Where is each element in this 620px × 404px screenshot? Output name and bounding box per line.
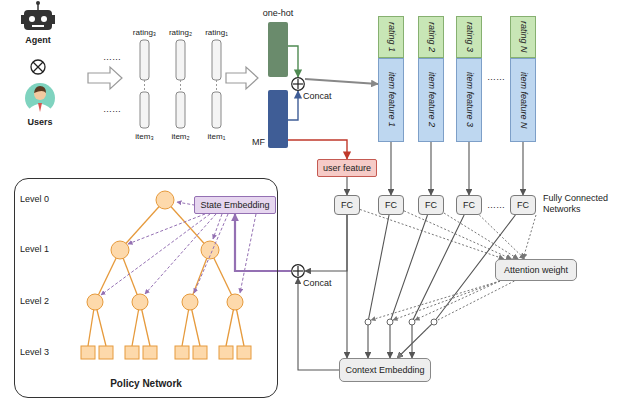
box-text: State Embedding [195,198,274,213]
level-label: Level 3 [20,347,49,358]
ellipsis: …… [103,52,121,63]
level-label: Level 0 [20,194,49,205]
box-text: FC [420,198,442,213]
ellipsis: …… [103,104,121,115]
item-feature-text: item feature N [518,72,529,129]
level-label: Level 1 [20,244,49,255]
fc-caption: Fully Connected Networks [543,193,615,215]
item-feature-text: item feature 3 [464,72,475,127]
fc-box: FC [378,195,404,215]
rating-text: rating 3 [464,22,475,52]
connector [368,215,389,358]
context-box: Context Embedding [339,358,430,382]
fc-box: FC [456,195,482,215]
item-label: item₃ [135,131,153,142]
attention-box: Attention weight [495,259,577,281]
fc-box: FC [510,195,536,215]
plus-symbol [291,264,305,278]
fc-box: FC [418,195,444,215]
pair-links [145,80,217,92]
item-feature-cell: item feature 2 [418,58,444,142]
ellipsis: …… [487,200,505,211]
connector [430,142,431,195]
connector [523,215,536,259]
connector [305,79,378,84]
policy-tree [81,191,256,359]
rating-label: rating₂ [169,27,192,38]
connector [288,91,298,120]
level-label: Level 2 [20,296,49,307]
rating-text: rating 1 [386,22,397,52]
item-column: rating N item feature N [510,16,536,142]
rating-cell: rating 3 [456,16,482,58]
concat-operator: Concat [291,77,305,91]
connector [346,177,347,195]
rating-cell: rating 2 [418,16,444,58]
item-column: rating 3 item feature 3 [456,16,482,142]
flow-arrow [226,67,258,89]
connector [397,281,514,358]
item-feature-text: item feature 1 [386,72,397,127]
rating-label: rating₃ [133,27,156,38]
connector [288,46,298,77]
connector [390,215,427,358]
attention-links [371,281,500,320]
box-text: FC [512,198,534,213]
flow-arrow [88,67,122,89]
rating-cell: rating 1 [378,16,404,58]
connector [479,215,524,259]
item-feature-cell: item feature 3 [456,58,482,142]
box-text: FC [380,198,402,213]
connector [390,142,391,195]
bar-label: MF [252,137,265,148]
box-text: user feature [318,161,376,176]
rating-label: rating₁ [205,27,228,38]
concat-operator: Concat [291,264,305,278]
connector [305,215,347,271]
bar-label: one-hot [263,8,294,19]
item-feature-cell: item feature 1 [378,58,404,142]
users-label: Users [27,117,52,128]
rating-text: rating 2 [426,22,437,52]
rating-text: rating N [518,21,529,53]
connector [288,140,347,159]
panel-title: Policy Network [15,378,277,389]
one-hot-bar: one-hot [268,22,288,77]
ellipsis: …… [487,72,505,83]
box-text: Context Embedding [340,363,429,378]
connector [235,214,291,271]
plus-symbol [291,77,305,91]
mf-bar: MF [268,90,288,148]
rating-cell: rating N [510,16,536,58]
item-label: item₁ [208,131,226,142]
interaction-symbol [31,60,45,74]
user-icon [25,83,55,114]
item-vectors [140,92,221,128]
connector [397,215,515,358]
state-embedding-box: State Embedding [194,196,275,214]
box-text: FC [458,198,480,213]
item-feature-text: item feature 2 [426,72,437,127]
item-column: rating 2 item feature 2 [418,16,444,142]
fc-box: FC [334,195,360,215]
item-column: rating 1 item feature 1 [378,16,404,142]
box-text: FC [336,198,358,213]
item-label: item₂ [171,131,189,142]
box-text: Attention weight [499,263,573,278]
agent-label: Agent [25,35,51,46]
robot-icon [21,1,55,30]
connector [468,142,469,195]
policy-network-panel: Policy Network State Embedding [14,178,278,398]
connector [444,213,518,259]
item-feature-cell: item feature N [510,58,536,142]
connector [298,278,339,370]
weighting-dots [365,319,437,325]
operator-label: Concat [303,278,332,289]
connector [522,142,523,195]
user-feature-box: user feature [317,159,377,177]
rating-vectors [140,40,221,80]
operator-label: Concat [303,91,332,102]
